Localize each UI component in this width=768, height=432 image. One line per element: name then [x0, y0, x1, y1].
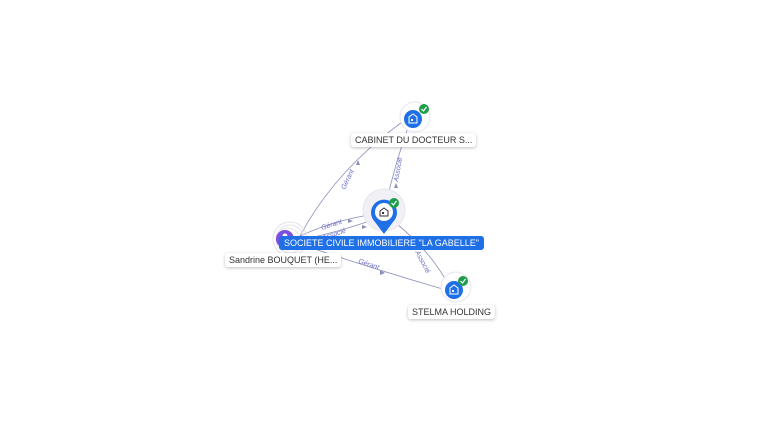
edge-label-person-cabinet: Gérant — [340, 168, 356, 191]
edge-arrow — [362, 225, 367, 229]
edge-label-center-stelma: Associé — [413, 249, 431, 275]
node-label-center[interactable]: SOCIETE CIVILE IMMOBILIERE "LA GABELLE" — [279, 236, 484, 250]
node-label-person[interactable]: Sandrine BOUQUET (HE... — [225, 253, 342, 267]
verified-check-icon — [458, 276, 468, 286]
edge-label-person-stelma: Gérant — [357, 258, 381, 272]
edge-arrow — [394, 183, 398, 188]
node-label-cabinet[interactable]: CABINET DU DOCTEUR S... — [351, 133, 477, 147]
edge-person-cabinet — [299, 119, 406, 237]
node-cabinet[interactable] — [399, 101, 431, 133]
edge-label-center-cabinet: Associé — [393, 157, 404, 183]
node-stelma[interactable] — [440, 271, 472, 303]
verified-check-icon — [419, 104, 429, 114]
edge-arrow — [380, 270, 385, 275]
verified-check-icon — [389, 198, 399, 208]
node-label-stelma[interactable]: STELMA HOLDING — [408, 305, 496, 319]
node-center[interactable] — [362, 188, 406, 234]
edge-arrow — [348, 219, 353, 223]
edge-arrow — [356, 160, 360, 165]
